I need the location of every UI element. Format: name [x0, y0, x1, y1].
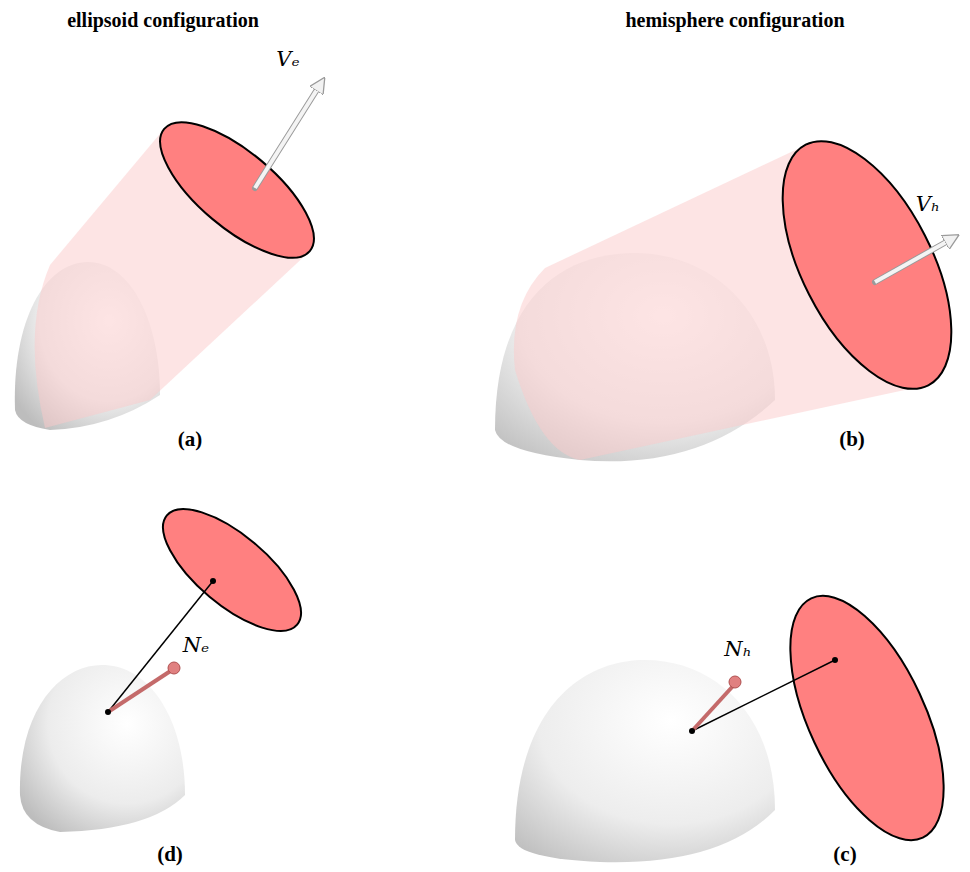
- dot: [105, 709, 111, 715]
- disc: [748, 115, 970, 415]
- panel-a: [15, 88, 334, 430]
- column-heading: hemisphere configuration: [625, 9, 844, 31]
- column-heading: ellipsoid configuration: [67, 9, 259, 31]
- vector-label: Vₕ: [916, 193, 940, 216]
- dot: [689, 728, 695, 734]
- direction-arrow: [255, 88, 318, 188]
- direction-arrow: [255, 88, 318, 188]
- panel-b: [495, 115, 970, 461]
- panel-d: [20, 489, 320, 832]
- panel-label: (d): [157, 843, 183, 866]
- ellipsoid: [20, 665, 185, 832]
- direction-arrow: [875, 241, 948, 282]
- normal-head: [729, 676, 741, 688]
- panel-label: (a): [178, 428, 203, 451]
- leader-line: [108, 581, 213, 712]
- disc: [144, 489, 319, 652]
- vector-label: Nₑ: [183, 634, 210, 657]
- vector-label: Vₑ: [276, 48, 299, 71]
- panel-label: (b): [839, 428, 865, 451]
- normal-head: [168, 662, 180, 674]
- dot: [832, 657, 838, 663]
- disc: [759, 574, 970, 862]
- normal-arrow: [108, 670, 172, 712]
- direction-arrow: [875, 241, 948, 282]
- dot: [210, 578, 216, 584]
- leader-line: [692, 660, 835, 731]
- disc: [140, 100, 334, 280]
- panel-label: (c): [833, 843, 856, 866]
- vector-label: Nₕ: [724, 638, 751, 661]
- normal-arrow: [692, 686, 733, 731]
- hemisphere: [515, 660, 775, 862]
- panel-c: [515, 574, 970, 862]
